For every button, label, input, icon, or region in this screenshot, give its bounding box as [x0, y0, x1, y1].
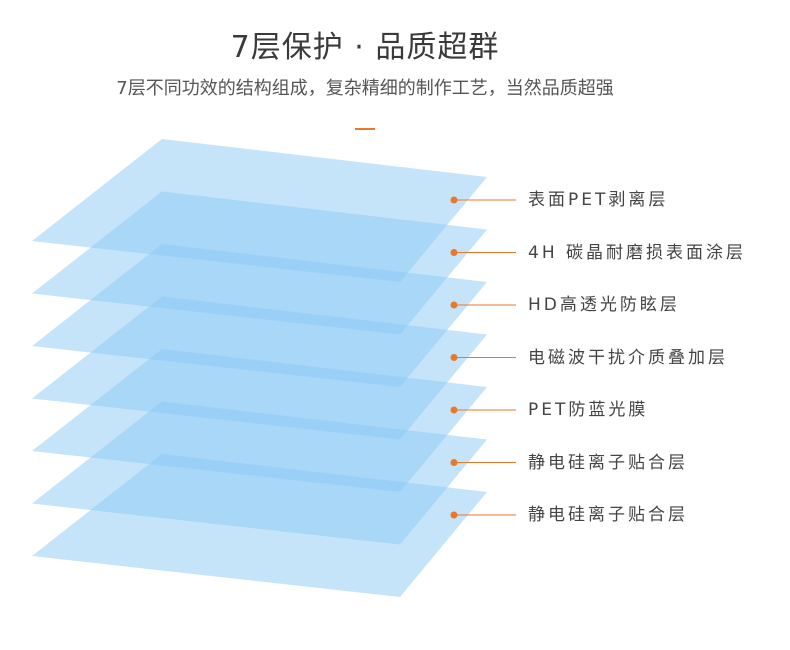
layer-label: PET防蓝光膜: [528, 400, 649, 420]
leader-dot: [450, 196, 458, 204]
layer-label: 表面PET剥离层: [528, 190, 669, 210]
leader-dot: [450, 406, 458, 414]
layer-label: 电磁波干扰介质叠加层: [528, 347, 728, 368]
leader-dot: [450, 354, 458, 361]
leader-dot: [450, 249, 458, 256]
leader-dot: [450, 459, 458, 466]
page-subtitle: 7层不同功效的结构组成，复杂精细的制作工艺，当然品质超强: [116, 78, 614, 99]
layer-plane: [32, 454, 487, 597]
accent-divider: [355, 128, 375, 130]
leader-dot: [450, 511, 458, 519]
layer-label: 4H 碳晶耐磨损表面涂层: [528, 242, 747, 263]
layer-label: HD高透光防眩层: [528, 295, 680, 315]
layer-label: 静电硅离子贴合层: [528, 505, 688, 525]
leader-dot: [450, 301, 458, 309]
page-title: 7层保护 · 品质超群: [230, 30, 500, 65]
layer-label: 静电硅离子贴合层: [528, 452, 688, 473]
